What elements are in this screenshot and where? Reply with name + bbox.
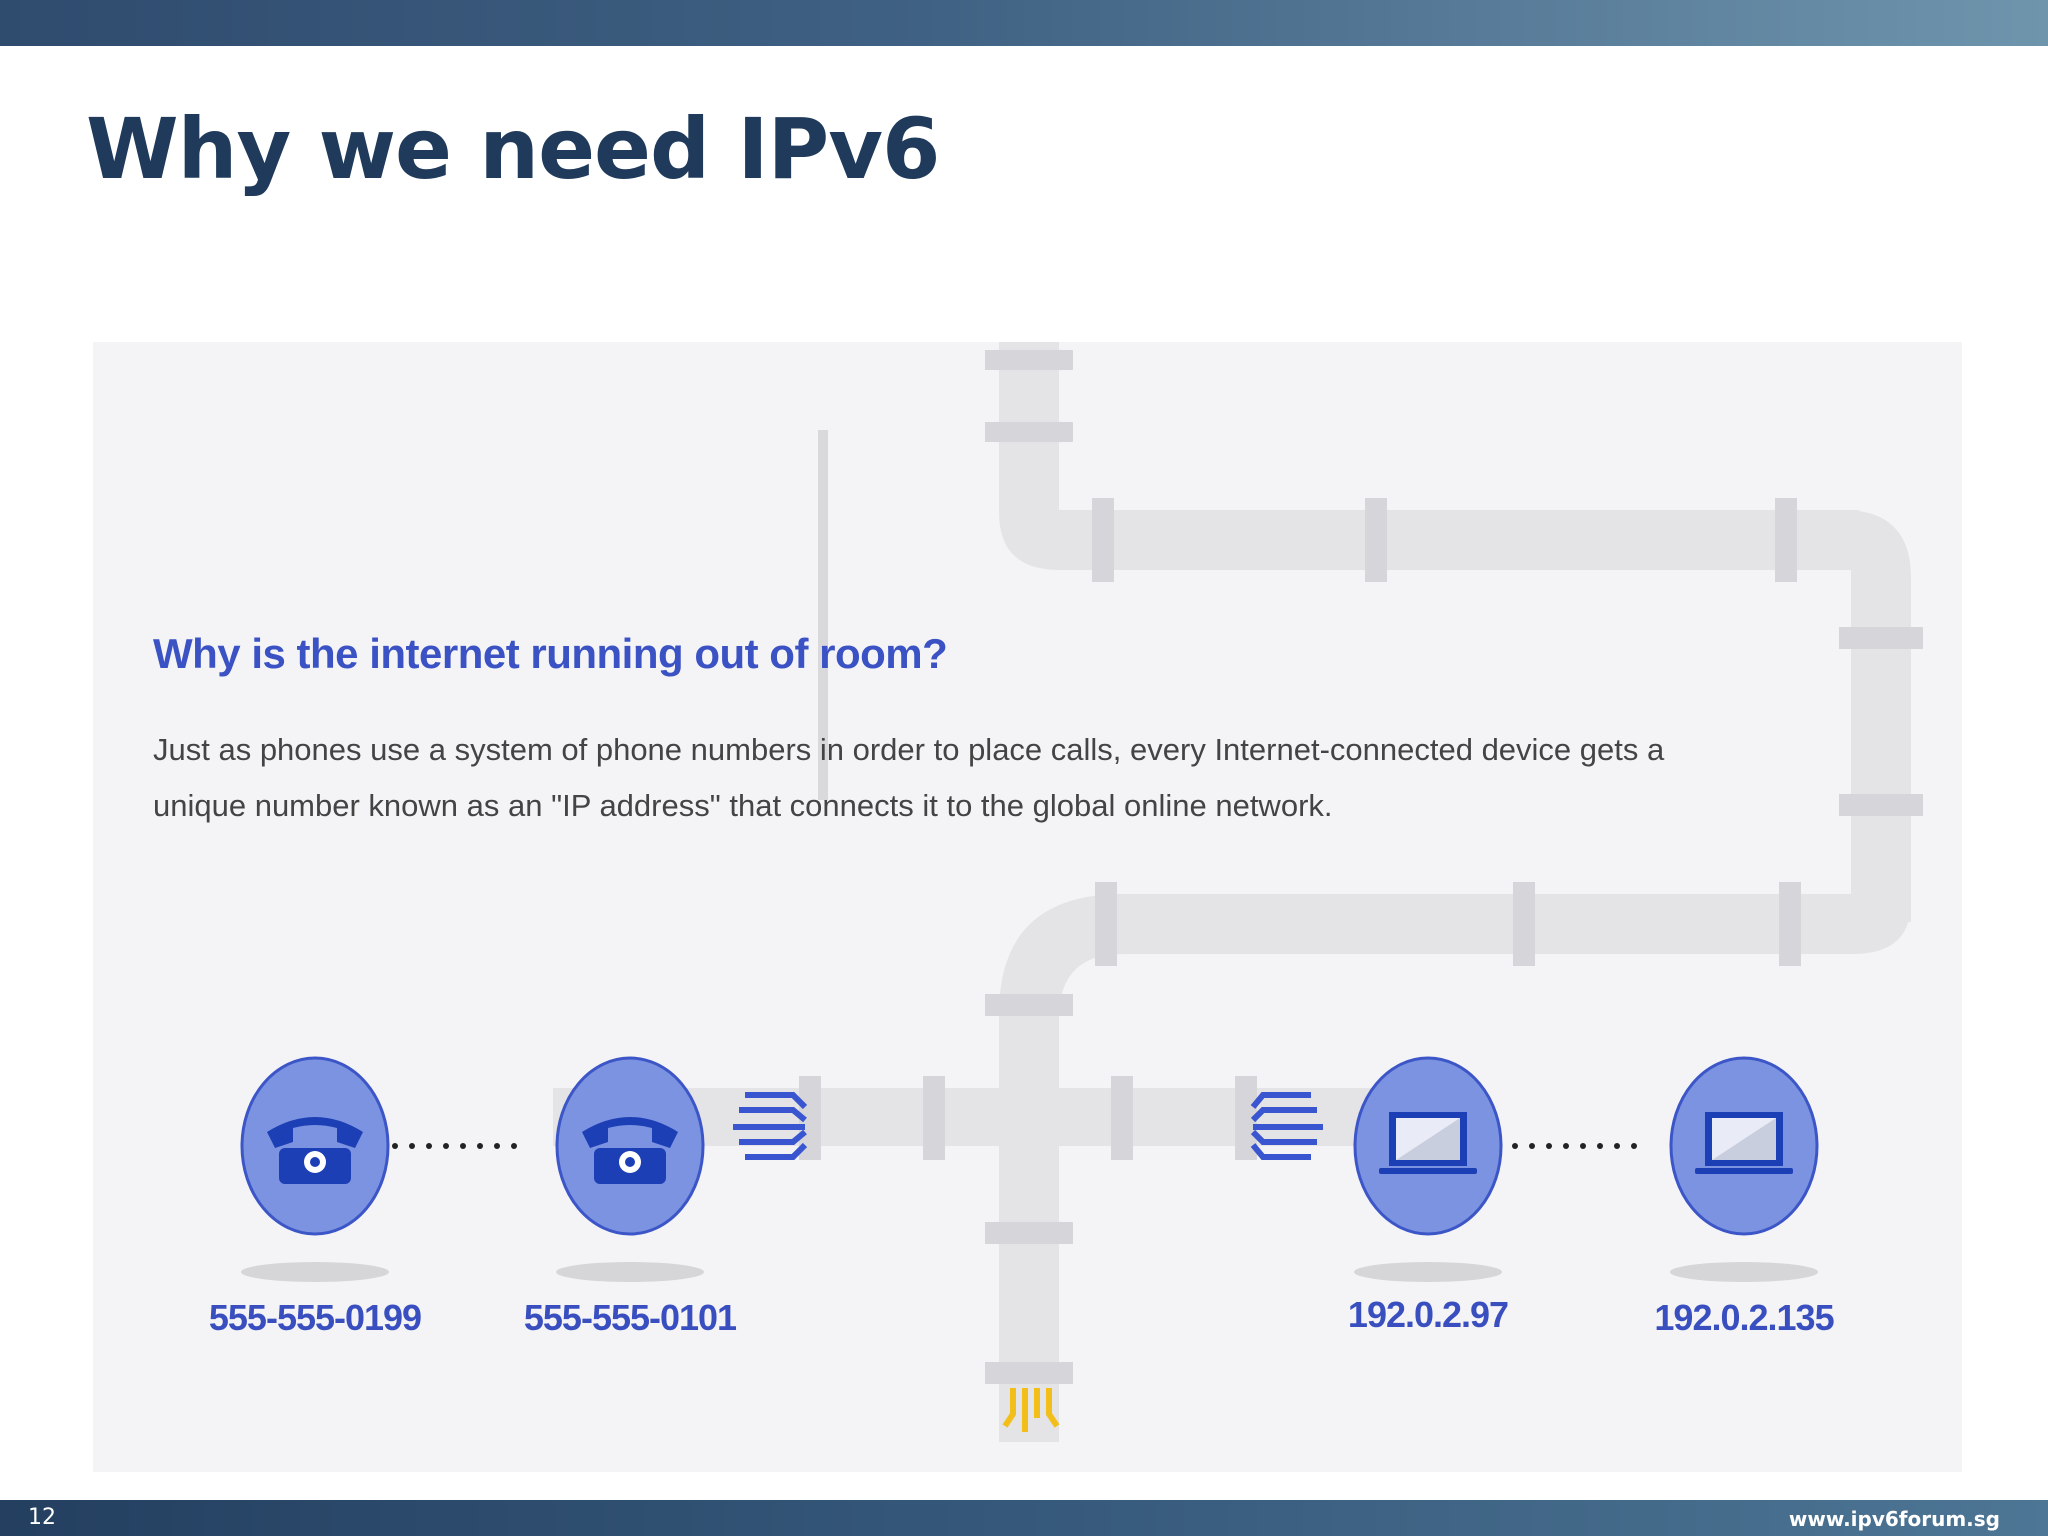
dotted-link-phones (392, 1143, 517, 1149)
footer-url: www.ipv6forum.sg (1788, 1507, 2000, 1531)
infographic-body: Just as phones use a system of phone num… (153, 732, 1665, 823)
ip-address-label: 192.0.2.97 (1347, 1294, 1509, 1335)
telephone-icon (267, 1117, 363, 1184)
pipe-shadows (818, 430, 828, 800)
slide-title: Why we need IPv6 (86, 100, 940, 198)
footer-band (0, 1500, 2048, 1536)
laptop-node-2 (1669, 1056, 1819, 1236)
connector-wires-right (1250, 1092, 1323, 1160)
laptop-icon (1695, 1112, 1793, 1174)
connector-wires-left (733, 1092, 808, 1160)
ip-address-label: 192.0.2.135 (1654, 1297, 1834, 1338)
header-band (0, 0, 2048, 46)
pipe-network-illustration (240, 342, 1923, 1442)
telephone-node-1 (240, 1056, 390, 1236)
infographic-heading: Why is the internet running out of room? (153, 630, 948, 677)
laptop-icon (1379, 1112, 1477, 1174)
pipe-flanges (799, 350, 1923, 1384)
infographic-panel: Why is the internet running out of room?… (93, 342, 1962, 1472)
telephone-node-2 (555, 1056, 705, 1236)
phone-number-label: 555-555-0101 (523, 1297, 737, 1338)
phone-number-label: 555-555-0199 (208, 1297, 422, 1338)
telephone-icon (582, 1117, 678, 1184)
dotted-link-computers (1512, 1143, 1637, 1149)
page-number: 12 (28, 1505, 56, 1530)
laptop-node-1 (1353, 1056, 1503, 1236)
bottom-sparks (1002, 1388, 1060, 1432)
node-shadows (241, 1262, 1818, 1282)
